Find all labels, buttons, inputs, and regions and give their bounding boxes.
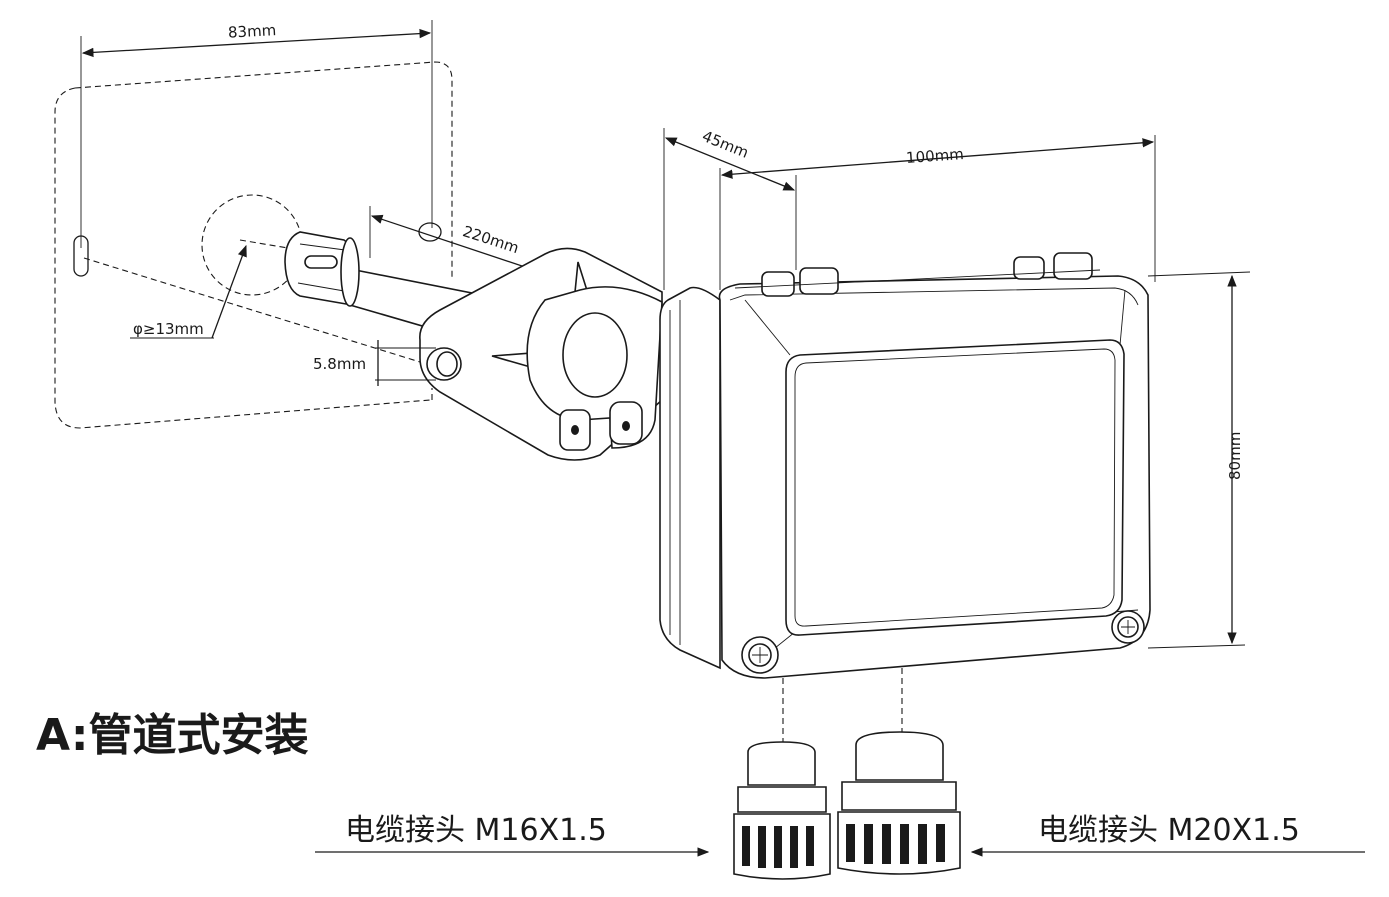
dimension-hole-diameter: φ≥13mm <box>130 244 247 339</box>
dim-label-hole: φ≥13mm <box>133 320 204 338</box>
enclosure-box <box>659 252 1151 679</box>
connector-label-right: 电缆接头 M20X1.5 <box>970 813 1365 857</box>
dim-label-45: 45mm <box>700 127 752 162</box>
connector-label-left: 电缆接头 M16X1.5 <box>315 813 710 857</box>
wall-mounting-holes <box>73 222 442 277</box>
mounting-flange <box>419 247 663 461</box>
dimension-100mm: 100mm <box>720 135 1156 282</box>
dim-label-100: 100mm <box>905 145 964 167</box>
dim-label-5-8: 5.8mm <box>313 355 366 373</box>
dim-label-220: 220mm <box>460 222 521 257</box>
section-title: A:管道式安装 <box>36 710 308 761</box>
dim-label-80: 80mm <box>1226 432 1244 480</box>
connector-guides <box>782 668 903 745</box>
label-m20: 电缆接头 M20X1.5 <box>1038 813 1300 848</box>
dimension-45mm: 45mm <box>663 127 797 290</box>
label-m16: 电缆接头 M16X1.5 <box>345 813 607 848</box>
dim-label-83: 83mm <box>228 21 277 42</box>
dimension-80mm: 80mm <box>1147 271 1251 649</box>
dimension-83mm: 83mm <box>80 20 433 248</box>
cable-gland-m16 <box>733 741 831 880</box>
duct-wall-outline <box>54 61 453 429</box>
cable-gland-m20 <box>837 731 961 875</box>
dimension-5-8mm: 5.8mm <box>313 340 436 386</box>
